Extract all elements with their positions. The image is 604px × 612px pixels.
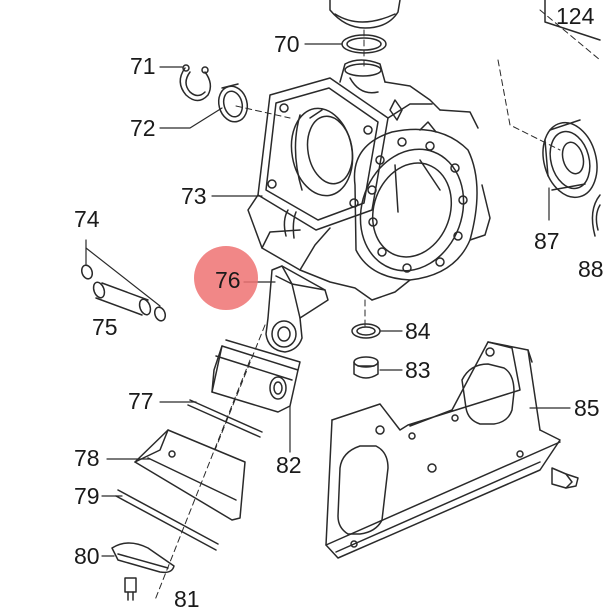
part-83-valve — [353, 356, 379, 379]
part-87-bearing — [542, 119, 598, 199]
part-79-strip — [115, 489, 219, 551]
part-88-bearing-partial — [591, 194, 601, 237]
highlight-marker[interactable] — [194, 246, 258, 310]
callout-85[interactable]: 85 — [574, 395, 600, 421]
callout-82[interactable]: 82 — [276, 452, 302, 478]
callout-83[interactable]: 83 — [405, 357, 431, 383]
callout-84[interactable]: 84 — [405, 318, 431, 344]
callout-124[interactable]: 124 — [556, 3, 595, 29]
part-76-connecting-rod — [265, 265, 329, 353]
part-75-pin — [92, 281, 152, 316]
part-85-bracket — [325, 341, 561, 559]
part-74-o-rings — [80, 264, 167, 322]
part-82-piston — [211, 339, 301, 413]
part-85-bolt — [551, 467, 579, 489]
callout-88[interactable]: 88 — [578, 256, 604, 282]
callout-77[interactable]: 77 — [128, 388, 154, 414]
part-71-snap-ring — [179, 64, 212, 102]
callout-81[interactable]: 81 — [174, 586, 200, 612]
callout-74[interactable]: 74 — [74, 206, 100, 232]
callout-70[interactable]: 70 — [274, 31, 300, 57]
part-70-cap-and-seal — [329, 0, 401, 54]
part-78-guide — [134, 429, 246, 521]
exploded-parts-diagram: 76 70 71 72 73 74 75 77 78 79 80 81 82 8… — [74, 0, 604, 611]
callout-75[interactable]: 75 — [92, 314, 118, 340]
callout-72[interactable]: 72 — [130, 115, 156, 141]
callout-79[interactable]: 79 — [74, 483, 100, 509]
callout-73[interactable]: 73 — [181, 183, 207, 209]
callout-76[interactable]: 76 — [215, 267, 241, 293]
assembly-centerlines — [154, 9, 601, 601]
part-73-pump-housing — [247, 59, 491, 301]
part-84-o-ring — [351, 323, 381, 339]
parts-drawing — [80, 0, 601, 601]
callout-71[interactable]: 71 — [130, 53, 156, 79]
callout-87[interactable]: 87 — [534, 228, 560, 254]
part-124-bracket — [544, 0, 601, 41]
part-80-diaphragm — [111, 542, 175, 574]
part-81-bolt — [124, 577, 137, 601]
callout-78[interactable]: 78 — [74, 445, 100, 471]
callout-80[interactable]: 80 — [74, 543, 100, 569]
part-72-seal — [217, 83, 249, 123]
part-77-ring — [187, 399, 263, 438]
